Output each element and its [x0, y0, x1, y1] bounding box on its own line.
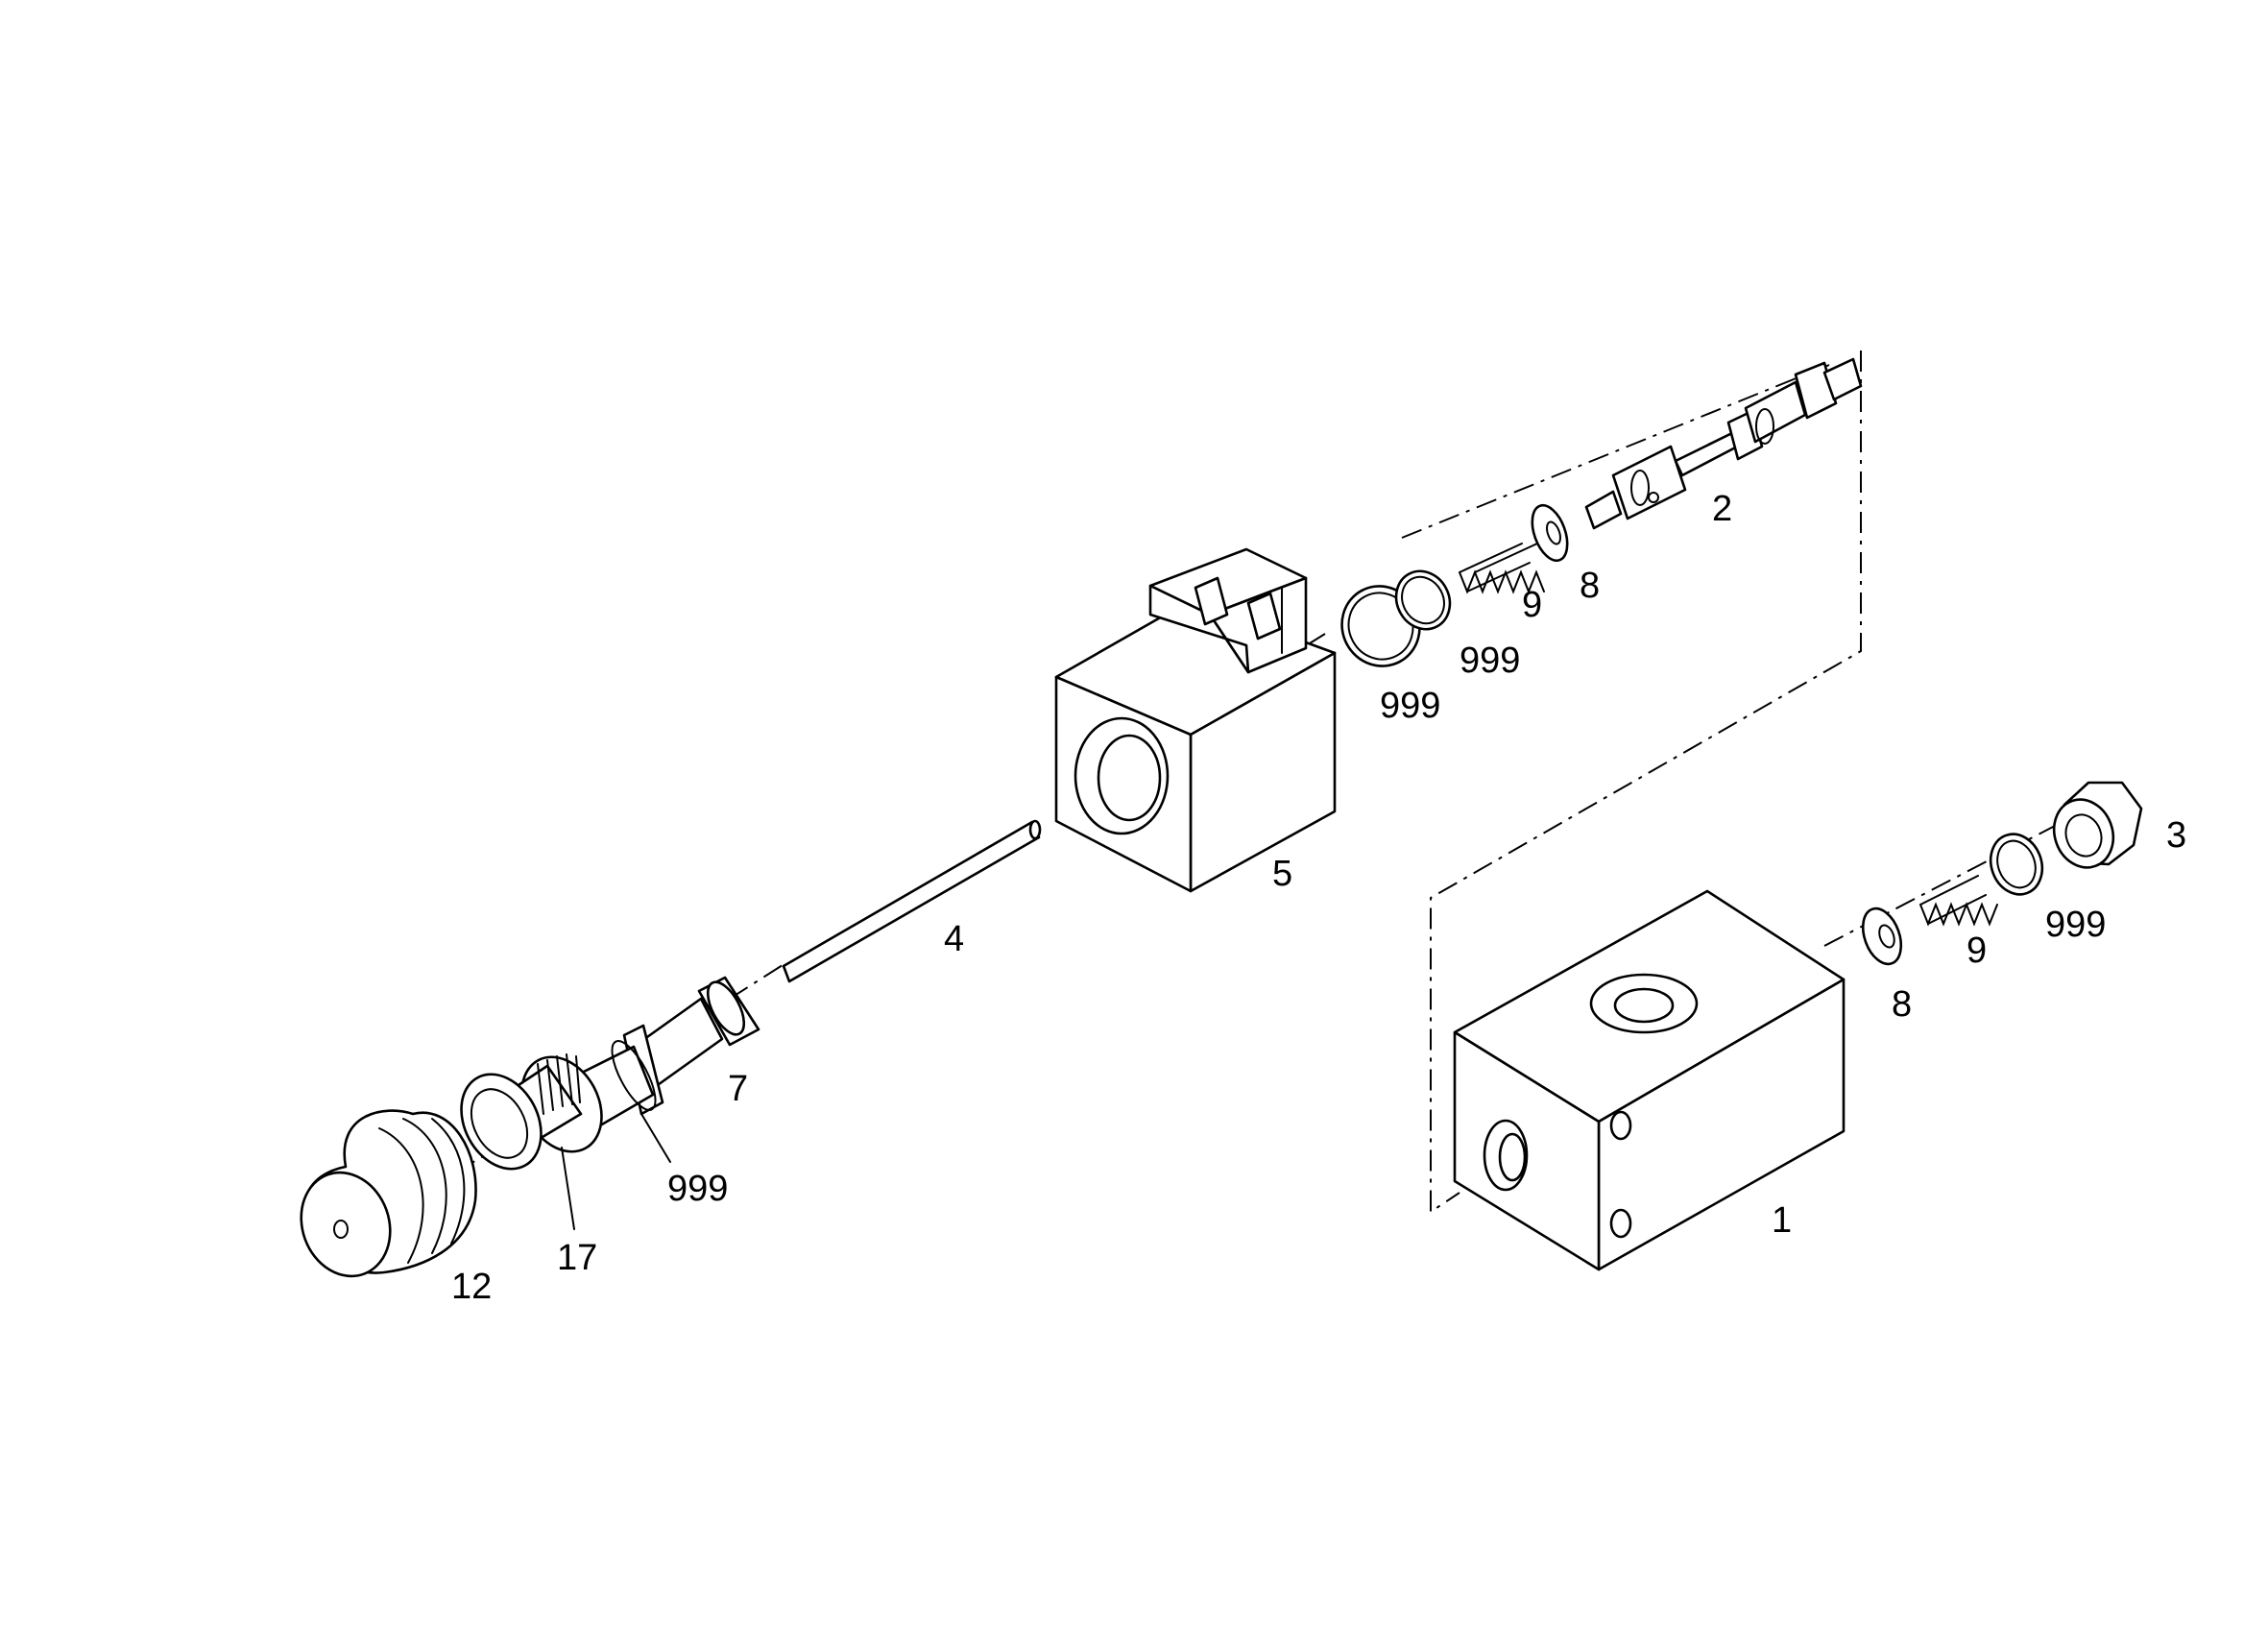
washer-upper	[1531, 503, 1569, 563]
callout-999-a: 999	[1380, 686, 1440, 726]
o-ring-999-c	[611, 1040, 657, 1111]
spring-upper	[1459, 543, 1545, 594]
callout-999-c: 999	[667, 1169, 728, 1209]
coil-connector-plug	[1148, 547, 1308, 674]
callout-12: 12	[451, 1267, 492, 1307]
callout-9-lower: 9	[1966, 931, 1987, 971]
callout-7: 7	[728, 1069, 748, 1109]
plug-screw	[2052, 781, 2143, 869]
callout-1: 1	[1772, 1200, 1792, 1241]
valve-spool	[1584, 357, 1863, 530]
leader-lines	[561, 1113, 671, 1230]
knurled-nut	[460, 1053, 603, 1171]
callout-999-d: 999	[2045, 905, 2106, 945]
o-ring-999-d	[1989, 833, 2044, 896]
callout-labels: 1 2 3 4 5 7 8 8 9 9 12 17 999 999 999 99…	[451, 489, 2186, 1307]
callout-8-lower: 8	[1892, 984, 1912, 1025]
callout-17: 17	[557, 1238, 597, 1278]
callout-3: 3	[2166, 815, 2186, 856]
callout-999-b: 999	[1460, 641, 1520, 681]
valve-housing-block	[1453, 889, 1846, 1271]
o-ring-999-b	[1394, 569, 1452, 631]
callout-2: 2	[1712, 489, 1732, 529]
solenoid-coil	[1054, 547, 1337, 893]
spring-lower	[1919, 875, 1998, 927]
callout-5: 5	[1272, 854, 1292, 894]
callout-9-upper: 9	[1522, 585, 1542, 625]
push-rod	[782, 819, 1042, 983]
callout-8-upper: 8	[1580, 566, 1600, 606]
washer-lower	[1861, 907, 1903, 966]
rubber-cap	[300, 1109, 477, 1278]
callout-4: 4	[944, 919, 964, 959]
